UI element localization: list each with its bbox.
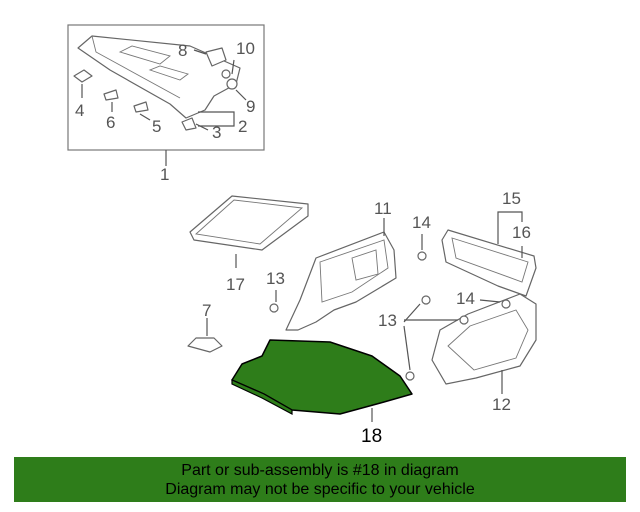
trunk-mat-highlighted-part[interactable] [231, 339, 413, 415]
inset-leader-lines [81, 49, 247, 166]
trunk-board-part[interactable] [189, 195, 309, 251]
callout-6: 6 [106, 113, 115, 132]
fitment-notice-banner: Part or sub-assembly is #18 in diagram D… [14, 457, 626, 502]
callout-2: 2 [238, 117, 247, 136]
banner-line-2: Diagram may not be specific to your vehi… [165, 481, 475, 498]
fastener-leader-lines [275, 234, 501, 371]
callout-10: 10 [236, 39, 255, 58]
callout-16: 16 [512, 223, 531, 242]
left-side-lining-part[interactable] [285, 231, 397, 331]
callout-4: 4 [75, 101, 84, 120]
parts-diagram: 1 2 3 4 5 6 7 8 9 10 11 12 13 13 14 14 1… [67, 24, 537, 447]
callout-14-a: 14 [412, 213, 431, 232]
fastener-parts[interactable] [269, 251, 511, 381]
callout-12: 12 [492, 395, 511, 414]
shelf-clip-parts[interactable] [73, 47, 238, 131]
callout-17: 17 [226, 275, 245, 294]
callout-18: 18 [361, 426, 382, 447]
callout-1: 1 [160, 165, 169, 184]
callout-5: 5 [152, 117, 161, 136]
callout-15: 15 [502, 189, 521, 208]
rear-panel-trim-part[interactable] [441, 229, 537, 297]
callout-13-a: 13 [266, 269, 285, 288]
right-side-lining-part[interactable] [431, 293, 537, 385]
callout-11: 11 [374, 199, 392, 218]
leader-15 [497, 211, 523, 222]
rear-shelf-part[interactable] [77, 35, 241, 119]
callout-13-b: 13 [378, 311, 397, 330]
callout-14-b: 14 [456, 289, 475, 308]
callout-8: 8 [178, 41, 187, 60]
callout-3: 3 [212, 123, 221, 142]
callout-9: 9 [246, 97, 255, 116]
banner-line-1: Part or sub-assembly is #18 in diagram [181, 462, 459, 479]
callout-7: 7 [202, 301, 211, 320]
hook-part[interactable] [187, 337, 223, 353]
